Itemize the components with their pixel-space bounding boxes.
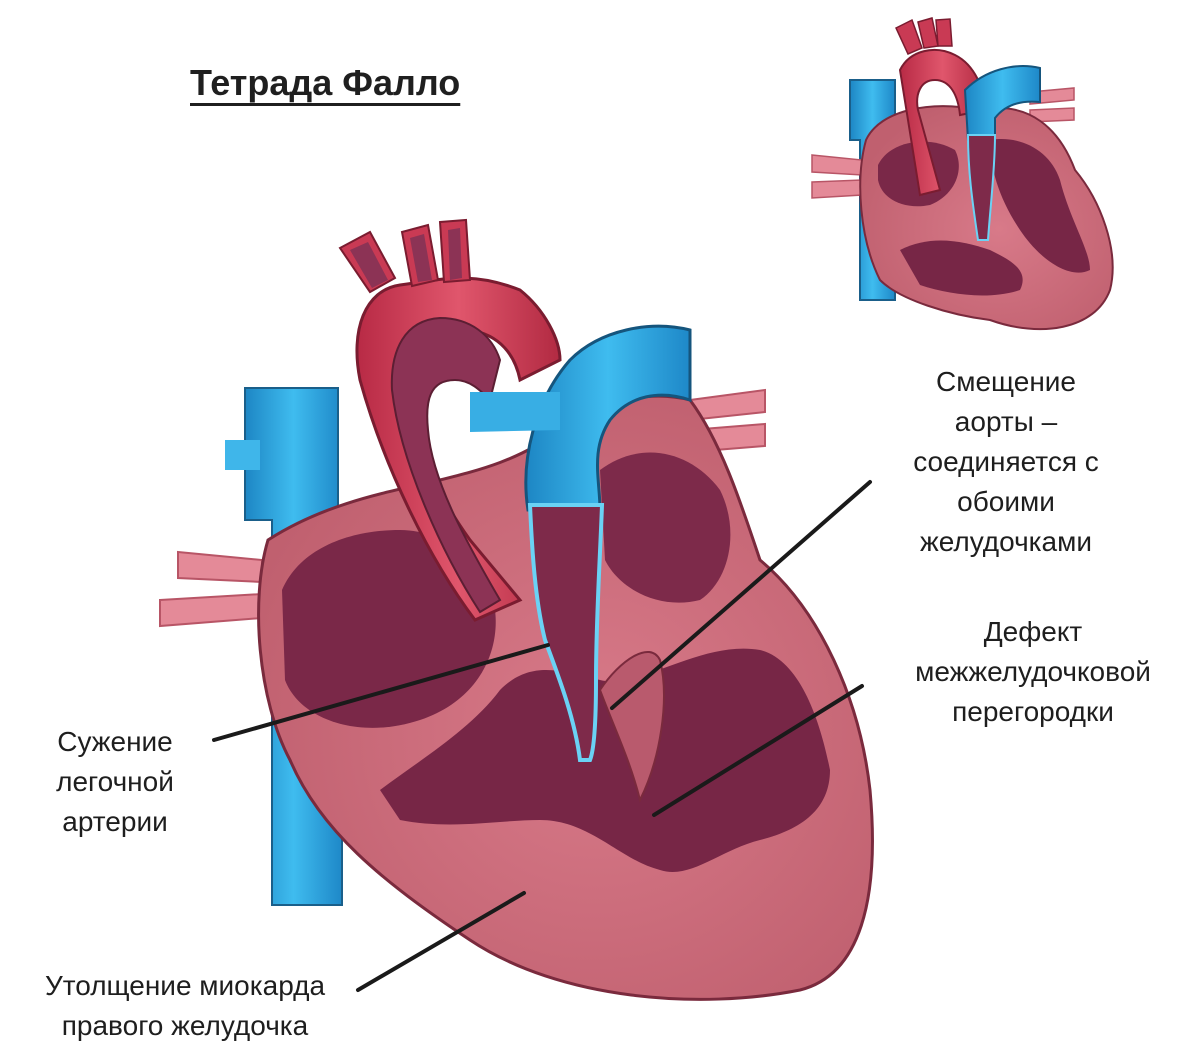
normal-heart-thumbnail (812, 18, 1113, 329)
label-line: аорты – (876, 402, 1136, 442)
main-heart (160, 220, 872, 999)
label-line: перегородки (888, 692, 1178, 732)
label-ventricular-septal-defect: Дефект межжелудочковой перегородки (888, 612, 1178, 732)
label-line: Сужение (20, 722, 210, 762)
label-line: артерии (20, 802, 210, 842)
label-right-ventricular-hypertrophy: Утолщение миокарда правого желудочка (10, 966, 360, 1046)
page-title: Тетрада Фалло (190, 62, 460, 104)
label-aorta-override: Смещение аорты – соединяется с обоими же… (876, 362, 1136, 562)
left-pulmonary-veins (160, 552, 262, 626)
label-line: межжелудочковой (888, 652, 1178, 692)
label-line: обоими (876, 482, 1136, 522)
label-line: легочной (20, 762, 210, 802)
label-pulmonary-stenosis: Сужение легочной артерии (20, 722, 210, 842)
label-line: соединяется с (876, 442, 1136, 482)
label-line: Смещение (876, 362, 1136, 402)
label-line: Утолщение миокарда (10, 966, 360, 1006)
label-line: правого желудочка (10, 1006, 360, 1046)
aortic-arch-branches (340, 220, 470, 292)
label-line: желудочками (876, 522, 1136, 562)
label-line: Дефект (888, 612, 1178, 652)
